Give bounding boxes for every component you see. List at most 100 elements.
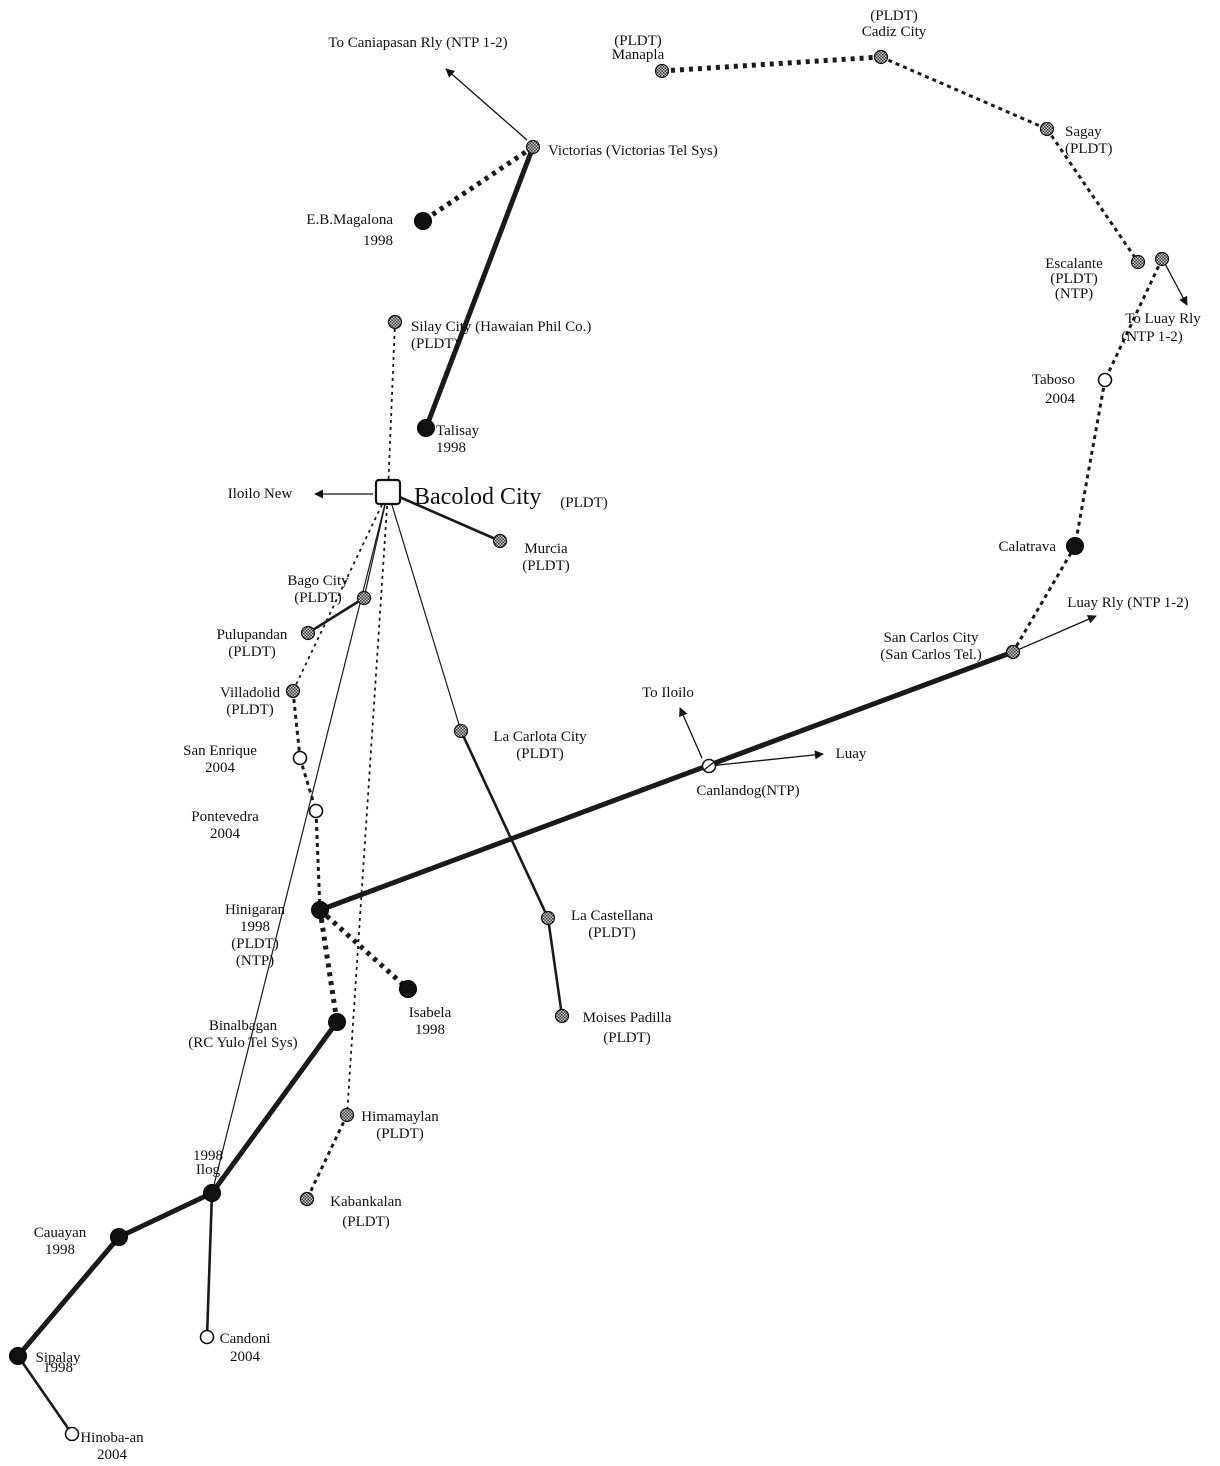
- node-label-san-enrique: San Enrique: [183, 743, 257, 759]
- link-escalante-ntp-taboso: [1103, 258, 1164, 381]
- link-victorias-eb-magalona: [421, 144, 535, 224]
- node-cauayan-solid-icon: [110, 1228, 128, 1246]
- node-label-hinigaran: Hinigaran: [225, 902, 285, 918]
- node-label-hinigaran-line-2: 1998: [240, 919, 270, 935]
- node-label-sagay: Sagay: [1065, 124, 1102, 140]
- node-label-ilog: 1998: [193, 1148, 223, 1164]
- links-layer: [16, 54, 1164, 1435]
- arrow-luay: [708, 750, 824, 767]
- link-taboso-calatrava: [1073, 379, 1107, 547]
- node-canlandog-junction-mark: [703, 761, 715, 771]
- arrow-label-luay: Luay: [836, 746, 867, 762]
- link-bacolod-ilog: [211, 491, 389, 1194]
- link-binalbagan-ilog: [209, 1020, 340, 1195]
- node-label-hinoba-an: Hinoba-an: [80, 1430, 144, 1446]
- node-san-carlos-hatched-icon: [1005, 644, 1021, 660]
- node-ilog-solid-icon: [203, 1184, 221, 1202]
- link-bacolod-himamaylan: [346, 491, 389, 1116]
- node-label-talisay-line-2: 1998: [436, 440, 466, 456]
- arrow-label-to-caniapasan: To Caniapasan Rly (NTP 1-2): [328, 35, 507, 51]
- node-label-pulupandan-line-2: (PLDT): [228, 644, 276, 660]
- node-label-villadolid: Villadolid: [220, 685, 280, 701]
- node-label-victorias: Victorias (Victorias Tel Sys): [548, 143, 718, 159]
- node-kabankalan-hatched-icon: [299, 1191, 315, 1207]
- link-la-carlota-la-castellana: [459, 730, 550, 919]
- node-label-pulupandan: Pulupandan: [217, 627, 288, 643]
- link-himamaylan-kabankalan: [305, 1114, 349, 1200]
- node-binalbagan-solid-icon: [328, 1013, 346, 1031]
- node-label-himamaylan-line-2: (PLDT): [376, 1126, 424, 1142]
- node-la-carlota-hatched-icon: [453, 723, 469, 739]
- node-label-binalbagan: Binalbagan: [209, 1018, 278, 1034]
- node-label-sagay-line-2: (PLDT): [1065, 141, 1113, 157]
- node-label-pontevedra: Pontevedra: [191, 809, 259, 825]
- arrow-luay-rly: [1012, 615, 1097, 653]
- node-label-la-castellana: La Castellana: [571, 908, 653, 924]
- node-label-eb-magalona: E.B.Magalona: [306, 212, 393, 228]
- node-label-taboso-line-2: 2004: [1045, 391, 1076, 407]
- link-hinigaran-binalbagan: [317, 909, 340, 1023]
- nodes-layer: [9, 49, 1170, 1442]
- node-label-bacolod: Bacolod City: [414, 484, 541, 510]
- node-taboso-open-icon: [1097, 372, 1113, 388]
- node-label-murcia: Murcia: [524, 541, 568, 557]
- arrow-label-iloilo-new: Iloilo New: [228, 486, 293, 502]
- node-hinigaran-solid-icon: [311, 901, 329, 919]
- link-hinigaran-isabela: [318, 908, 410, 991]
- node-cadiz-hatched-icon: [873, 49, 889, 65]
- node-sipalay-solid-icon: [9, 1347, 27, 1365]
- node-label-murcia-line-2: (PLDT): [522, 558, 570, 574]
- node-label-eb-magalona-line-2: 1998: [363, 233, 393, 249]
- link-manapla-cadiz: [661, 54, 882, 74]
- link-ilog-candoni: [205, 1192, 214, 1338]
- link-sipalay-hinoba-an: [16, 1355, 74, 1435]
- node-label-sipalay-line-2: 1998: [43, 1360, 73, 1376]
- node-label-san-carlos: San Carlos City: [883, 630, 979, 646]
- link-victorias-talisay: [423, 146, 536, 429]
- node-hinoba-an-open-icon: [64, 1426, 80, 1442]
- node-label-candoni: Candoni: [220, 1331, 271, 1347]
- node-label-sipalay: Sipalay: [36, 1350, 81, 1366]
- node-label-isabela-line-2: 1998: [415, 1022, 445, 1038]
- node-moises-padilla-hatched-icon: [554, 1008, 570, 1024]
- node-escalante-hatched-icon: [1130, 254, 1146, 270]
- node-manapla-hatched-icon: [654, 63, 670, 79]
- node-label-moises-padilla-line-2: (PLDT): [603, 1030, 651, 1046]
- node-label-calatrava: Calatrava: [999, 539, 1057, 555]
- link-la-castellana-moises-padilla: [546, 917, 564, 1017]
- node-label-cauayan-line-2: 1998: [45, 1242, 75, 1258]
- node-label-manapla-line-2: Manapla: [612, 47, 665, 63]
- node-isabela-solid-icon: [399, 980, 417, 998]
- node-label-canlandog: Canlandog(NTP): [696, 783, 799, 799]
- node-label-kabankalan: Kabankalan: [330, 1194, 402, 1210]
- link-sagay-escalante: [1045, 128, 1140, 263]
- node-escalante-ntp-hatched-icon: [1154, 251, 1170, 267]
- node-villadolid-hatched-icon: [285, 683, 301, 699]
- node-label-bago: Bago City: [287, 573, 349, 589]
- node-silay-hatched-icon: [387, 314, 403, 330]
- node-label-villadolid-line-2: (PLDT): [226, 702, 274, 718]
- arrow-to-iloilo: [679, 707, 703, 759]
- node-pontevedra-open-icon: [308, 803, 324, 819]
- node-label-escalante-line-3: (NTP): [1055, 286, 1093, 302]
- link-pontevedra-hinigaran: [314, 810, 322, 911]
- node-label-bago-line-2: (PLDT): [294, 590, 342, 606]
- node-label-binalbagan-line-2: (RC Yulo Tel Sys): [188, 1035, 297, 1051]
- link-calatrava-san-carlos: [1011, 545, 1077, 653]
- node-calatrava-solid-icon: [1066, 537, 1084, 555]
- node-label-isabela: Isabela: [409, 1005, 452, 1021]
- node-label-hinoba-an-line-2: 2004: [97, 1447, 128, 1463]
- node-label-hinigaran-line-3: (PLDT): [231, 936, 279, 952]
- node-bacolod-hub-icon: [374, 478, 402, 506]
- node-pulupandan-hatched-icon: [300, 625, 316, 641]
- node-label-bacolod-operator: (PLDT): [560, 495, 608, 511]
- node-label-cadiz-line-2: Cadiz City: [862, 24, 927, 40]
- node-label-kabankalan-line-2: (PLDT): [342, 1214, 390, 1230]
- node-himamaylan-hatched-icon: [339, 1107, 355, 1123]
- node-label-silay-line-2: (PLDT): [411, 336, 459, 352]
- node-label-escalante: Escalante: [1045, 256, 1103, 272]
- node-murcia-hatched-icon: [492, 533, 508, 549]
- node-victorias-hatched-icon: [525, 139, 541, 155]
- link-bacolod-murcia: [387, 490, 501, 543]
